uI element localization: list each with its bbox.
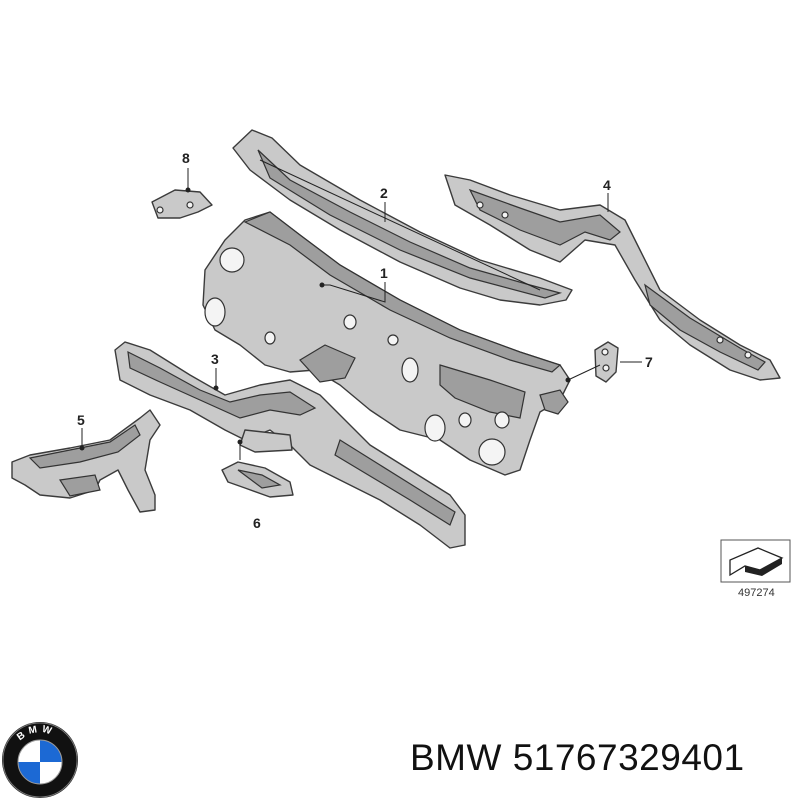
callout-1: 1 <box>380 265 388 281</box>
reference-code: 497274 <box>738 587 775 599</box>
callout-6: 6 <box>253 515 261 531</box>
part-5-bracket <box>11 409 161 513</box>
leader-7b <box>567 364 601 381</box>
part-2-cowl-upper-bar <box>232 129 573 306</box>
leader-lines <box>79 168 642 460</box>
bmw-logo: BMW <box>2 722 78 798</box>
part-8-plate <box>151 189 213 219</box>
callout-4: 4 <box>603 177 611 193</box>
part-6-bracket <box>221 461 294 498</box>
part-1-bulkhead <box>202 211 571 476</box>
part-3-side-member-left <box>114 341 466 549</box>
callout-7: 7 <box>645 354 653 370</box>
part-7-bracket <box>539 341 619 415</box>
callout-5: 5 <box>77 412 85 428</box>
reference-box <box>720 539 791 583</box>
footer-part-number: BMW 51767329401 <box>410 737 745 778</box>
callout-8: 8 <box>182 150 190 166</box>
callout-2: 2 <box>380 185 388 201</box>
callout-3: 3 <box>211 351 219 367</box>
part-4-side-member-right <box>444 174 781 381</box>
leader-1 <box>322 282 386 303</box>
